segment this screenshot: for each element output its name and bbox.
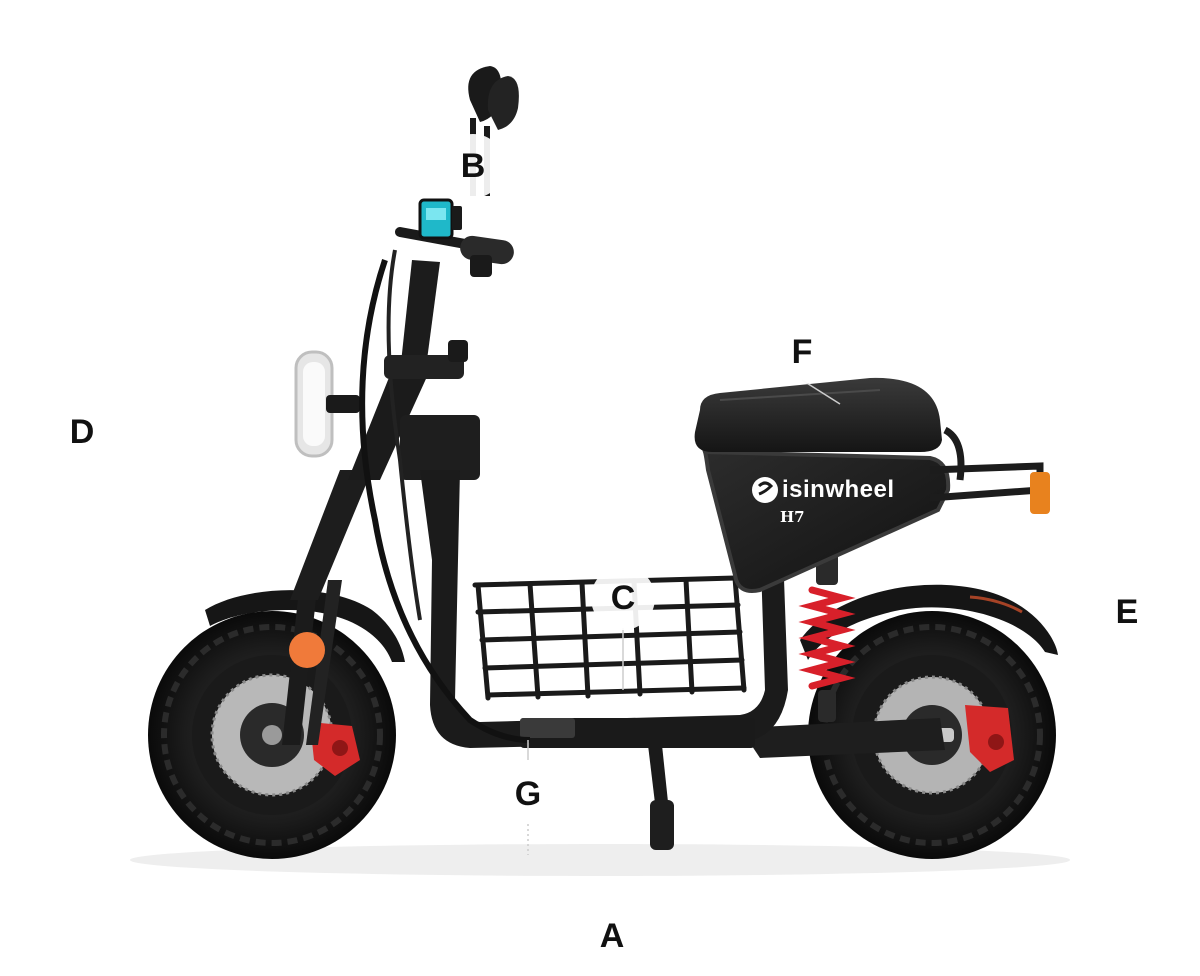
handlebar-stem [400, 260, 440, 375]
callout-g[interactable]: G [500, 766, 556, 822]
deck [520, 718, 755, 748]
callout-f[interactable]: F [770, 320, 834, 384]
brand-name: isinwheel [782, 476, 895, 503]
tail-light [1030, 472, 1050, 514]
callout-d[interactable]: D [69, 412, 95, 451]
model-name: H7 [780, 508, 805, 526]
swing-arm [740, 718, 945, 758]
callout-a[interactable]: A [599, 916, 625, 955]
callout-e[interactable]: E [1115, 592, 1139, 631]
rear-fender [800, 584, 1058, 660]
callout-c[interactable]: C [591, 566, 655, 630]
headlight [294, 350, 360, 458]
ground-shadow [130, 844, 1070, 876]
seat [694, 377, 942, 452]
front-fender [205, 590, 405, 662]
front-reflector [289, 632, 325, 668]
front-battery-box [400, 415, 480, 480]
steering-column [290, 470, 372, 600]
front-wheel [148, 611, 396, 859]
basket [472, 575, 747, 701]
callout-b[interactable]: B [441, 134, 505, 198]
head-tube [348, 370, 430, 480]
